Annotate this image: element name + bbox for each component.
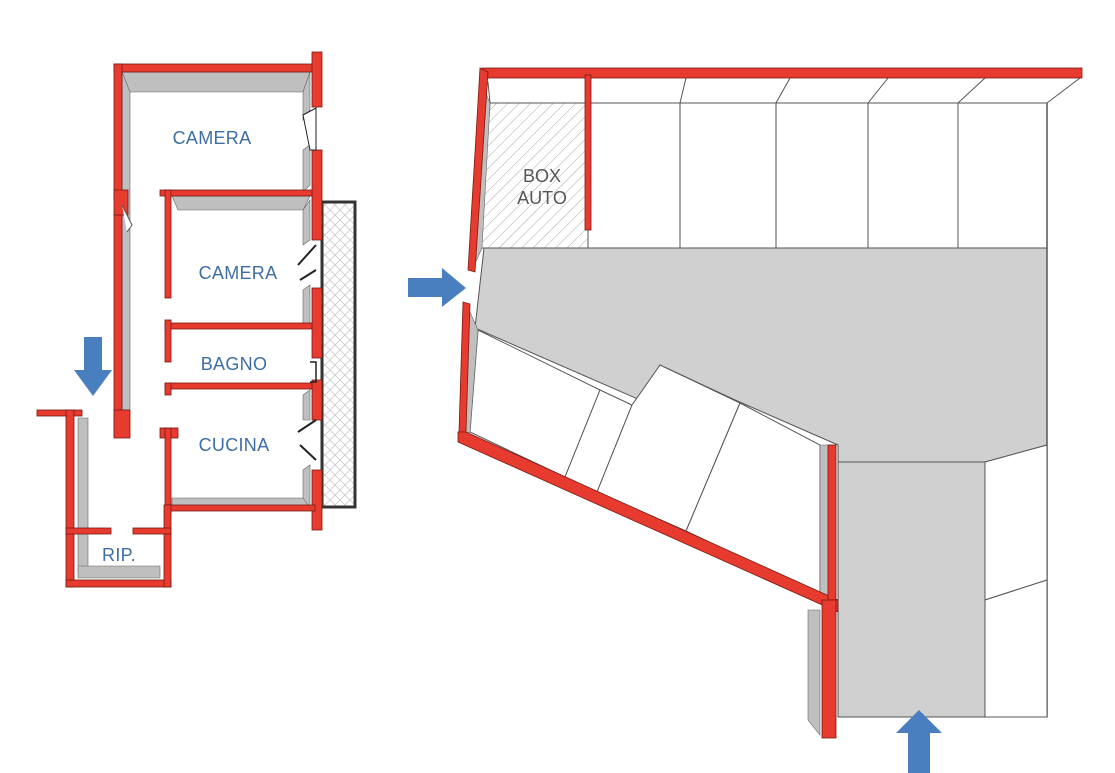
apartment-plan: CAMERA CAMERA BAGNO CUCINA RIP. [36, 51, 357, 588]
balcony [320, 200, 357, 509]
garage-ramp [837, 461, 986, 718]
arrow-right-icon [408, 268, 466, 307]
room-label-camera-1: CAMERA [173, 128, 252, 148]
arrow-up-icon [896, 710, 942, 773]
room-label-bagno: BAGNO [201, 354, 268, 374]
garage-plan: BOX AUTO [408, 67, 1083, 773]
box-auto-label-line2: AUTO [517, 188, 567, 208]
room-label-camera-2: CAMERA [199, 263, 278, 283]
room-label-ripostiglio: RIP. [102, 545, 136, 565]
box-auto-label-line1: BOX [523, 166, 561, 186]
arrow-down-icon [74, 337, 112, 396]
room-label-cucina: CUCINA [199, 435, 270, 455]
